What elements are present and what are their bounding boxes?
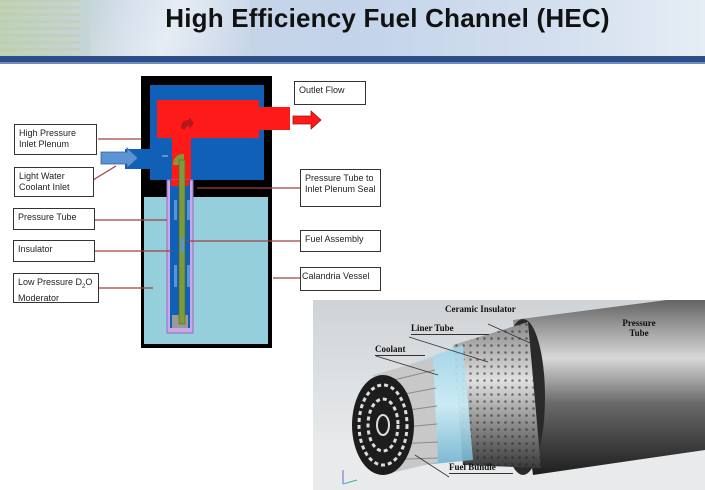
fuel-bundle-endcap — [352, 375, 414, 475]
label-high-pressure-inlet-plenum: High Pressure Inlet Plenum — [14, 124, 97, 155]
label-pressure-tube-render: Pressure Tube — [622, 318, 656, 338]
label-pressure-tube: Pressure Tube — [13, 208, 95, 230]
label-outlet-flow: Outlet Flow — [294, 81, 366, 105]
slide-title: High Efficiency Fuel Channel (HEC) — [165, 3, 610, 33]
title-banner — [0, 0, 705, 58]
label-low-pressure-moderator: Low Pressure D2O Moderator — [13, 273, 99, 303]
fuel-channel-cutaway-image: Ceramic Insulator Liner Tube Coolant Pre… — [313, 300, 705, 490]
flow-curve-arrow — [181, 117, 194, 130]
label-insulator: Insulator — [13, 240, 95, 262]
coolant-inlet-arrow — [100, 147, 139, 169]
label-light-water-coolant-inlet: Light Water Coolant Inlet — [14, 167, 94, 197]
cutaway-drawing — [313, 300, 705, 490]
label-pressure-tube-seal: Pressure Tube to Inlet Plenum Seal — [300, 169, 381, 207]
label-coolant: Coolant — [375, 344, 425, 356]
pressure-tube-render — [513, 300, 705, 475]
outlet-nozzle-shape — [259, 107, 290, 130]
label-liner-tube: Liner Tube — [411, 323, 489, 335]
label-fuel-bundle: Fuel Bundle — [449, 462, 513, 474]
title-divider — [0, 56, 705, 62]
title-divider-accent — [0, 62, 705, 64]
fuel-channel-schematic: Outlet Flow High Pressure Inlet Plenum L… — [0, 70, 400, 360]
moderator-shape — [144, 197, 268, 344]
banner-sheen — [90, 0, 250, 58]
banner-decoration — [0, 0, 80, 58]
outlet-plenum-shape — [157, 100, 259, 138]
outlet-flow-arrow — [292, 110, 322, 130]
schematic-drawing — [92, 76, 322, 348]
label-fuel-assembly: Fuel Assembly — [300, 230, 381, 252]
label-calandria-vessel: Calandria Vessel — [300, 267, 381, 291]
label-ceramic-insulator: Ceramic Insulator — [445, 304, 516, 314]
